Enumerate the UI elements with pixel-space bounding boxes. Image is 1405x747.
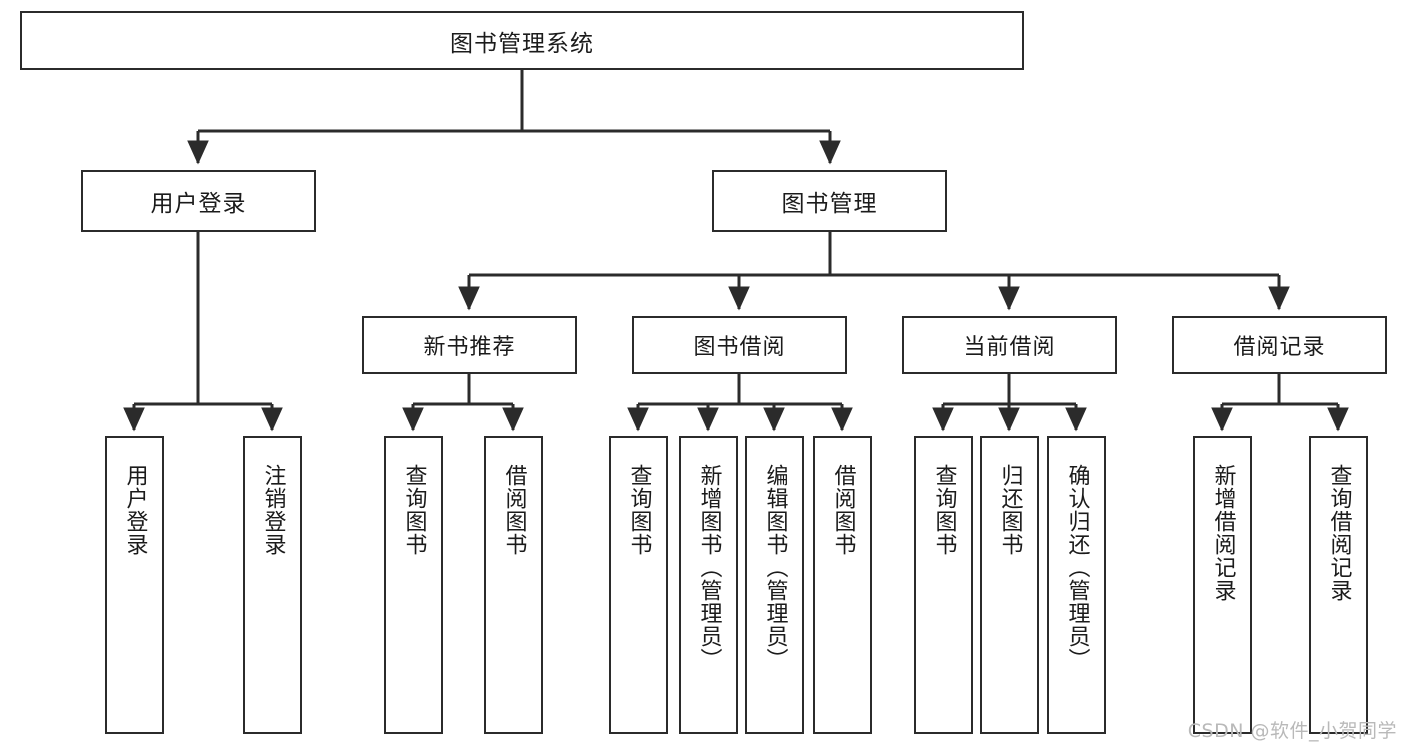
leaf-label: 注销登录 bbox=[260, 464, 286, 556]
leaf-current-borrow-confirm-return-admin[interactable]: 确认归还（管理员） bbox=[1047, 436, 1106, 734]
leaf-borrow-record-add-record[interactable]: 新增借阅记录 bbox=[1193, 436, 1252, 734]
leaf-label: 新增借阅记录 bbox=[1210, 464, 1236, 602]
node-user-login[interactable]: 用户登录 bbox=[81, 170, 316, 232]
leaf-new-book-query-book[interactable]: 查询图书 bbox=[384, 436, 443, 734]
node-label: 新书推荐 bbox=[423, 335, 516, 360]
node-label: 借阅记录 bbox=[1233, 335, 1326, 360]
leaf-label: 查询借阅记录 bbox=[1326, 464, 1352, 602]
leaf-book-borrow-add-book-admin[interactable]: 新增图书（管理员） bbox=[679, 436, 738, 734]
leaf-borrow-record-query-record[interactable]: 查询借阅记录 bbox=[1309, 436, 1368, 734]
leaf-label: 查询图书 bbox=[626, 464, 652, 556]
node-borrow-record[interactable]: 借阅记录 bbox=[1172, 316, 1387, 374]
node-book-management[interactable]: 图书管理 bbox=[712, 170, 947, 232]
node-current-borrow[interactable]: 当前借阅 bbox=[902, 316, 1117, 374]
leaf-label: 查询图书 bbox=[931, 464, 957, 556]
leaf-current-borrow-query-book[interactable]: 查询图书 bbox=[914, 436, 973, 734]
leaf-user-login-logout[interactable]: 注销登录 bbox=[243, 436, 302, 734]
leaf-label: 借阅图书 bbox=[501, 464, 527, 556]
leaf-new-book-borrow-book[interactable]: 借阅图书 bbox=[484, 436, 543, 734]
leaf-label: 用户登录 bbox=[122, 464, 148, 556]
leaf-book-borrow-query-book[interactable]: 查询图书 bbox=[609, 436, 668, 734]
node-label: 用户登录 bbox=[150, 191, 247, 217]
node-label: 当前借阅 bbox=[963, 335, 1056, 360]
node-root-book-management-system[interactable]: 图书管理系统 bbox=[20, 11, 1024, 70]
node-new-book-recommend[interactable]: 新书推荐 bbox=[362, 316, 577, 374]
leaf-label: 借阅图书 bbox=[830, 464, 856, 556]
leaf-current-borrow-return-book[interactable]: 归还图书 bbox=[980, 436, 1039, 734]
watermark-csdn: CSDN @软件_小贺同学 bbox=[1187, 720, 1397, 742]
leaf-user-login-login[interactable]: 用户登录 bbox=[105, 436, 164, 734]
leaf-label: 归还图书 bbox=[997, 464, 1023, 556]
leaf-label: 新增图书（管理员） bbox=[696, 464, 722, 671]
node-label: 图书管理 bbox=[781, 191, 878, 217]
leaf-book-borrow-edit-book-admin[interactable]: 编辑图书（管理员） bbox=[745, 436, 804, 734]
node-label: 图书借阅 bbox=[693, 335, 786, 360]
leaf-label: 编辑图书（管理员） bbox=[762, 464, 788, 671]
node-label: 图书管理系统 bbox=[450, 30, 594, 57]
leaf-label: 查询图书 bbox=[401, 464, 427, 556]
node-book-borrow[interactable]: 图书借阅 bbox=[632, 316, 847, 374]
leaf-label: 确认归还（管理员） bbox=[1064, 464, 1090, 671]
leaf-book-borrow-borrow-book[interactable]: 借阅图书 bbox=[813, 436, 872, 734]
